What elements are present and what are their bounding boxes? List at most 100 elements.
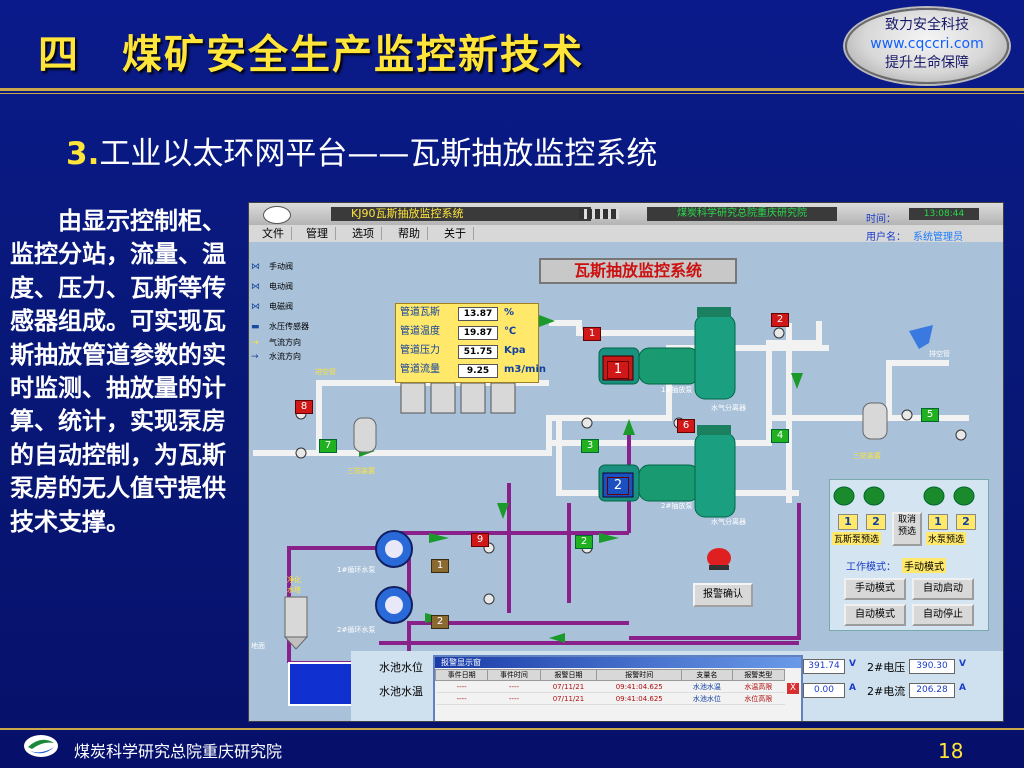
legend-label: 电磁阀 — [269, 302, 293, 311]
param-unit: Kpa — [504, 345, 526, 356]
cell: 水池水温 — [681, 680, 733, 693]
cancel-preselect-button[interactable]: 取消 预选 — [892, 512, 922, 546]
param-label: 管道压力 — [400, 345, 440, 356]
tag-6: 6 — [677, 419, 695, 433]
tag-4: 4 — [771, 429, 789, 443]
col-alarm-type: 报警类型 — [731, 669, 786, 681]
current2-value: 206.28 — [909, 683, 955, 698]
param-value: 13.87 — [458, 307, 498, 321]
circulation-pump-2 — [375, 586, 413, 624]
sensor-cabinets — [400, 382, 516, 414]
badge-line1: 致力安全科技 — [885, 17, 969, 33]
badge-url[interactable]: www.cqccri.com — [870, 36, 984, 52]
tag-2b: 2 — [575, 535, 593, 549]
current2-label: 2#电流 — [867, 685, 906, 698]
param-unit: m3/min — [504, 364, 546, 375]
water-tank — [288, 662, 356, 706]
legend-pressure-sensor: ▬水压传感器 — [251, 321, 309, 332]
param-label: 管道瓦斯 — [400, 307, 440, 318]
scada-time-value: 13:08:44 — [909, 208, 979, 220]
manual-valve-icon: ⋈ — [251, 262, 260, 272]
panel-title: 瓦斯抽放监控系统 — [539, 258, 737, 284]
menu-file[interactable]: 文件 — [255, 227, 292, 240]
tag-1: 1 — [583, 327, 601, 341]
cell: ---- — [487, 692, 541, 705]
voltage2-unit: V — [959, 659, 966, 669]
alarm-table: 事件日期 事件时间 报警日期 报警时间 支量名 报警类型 ---- ---- 0… — [434, 669, 786, 705]
table-row[interactable]: ---- ---- 07/11/21 09:41:04.625 水池水温 水温高… — [435, 680, 785, 693]
tag-7: 7 — [319, 439, 337, 453]
purify-tower-label: 净化 水塔 — [287, 576, 301, 594]
gas-pump-preselect-2[interactable]: 2 — [866, 514, 886, 530]
param-value: 9.25 — [458, 364, 498, 378]
legend-electric-valve: ⋈电动阀 — [251, 281, 293, 292]
institute-logo-icon — [24, 735, 58, 757]
footer-org: 煤炭科学研究总院重庆研究院 — [74, 742, 283, 761]
exhaust-spout — [909, 325, 933, 349]
auto-stop-button[interactable]: 自动停止 — [912, 604, 974, 626]
voltage2-value: 390.30 — [909, 659, 955, 674]
voltage1-value: 391.74 — [803, 659, 845, 674]
pump1-label: 1#抽放泵 — [661, 386, 693, 394]
three-proof-device-right — [862, 402, 888, 440]
circ1-label: 1#循环水泵 — [337, 566, 376, 574]
page-number: 18 — [938, 739, 964, 763]
menu-manage[interactable]: 管理 — [299, 227, 336, 240]
alarm-light — [707, 548, 731, 570]
cell: ---- — [435, 680, 488, 693]
scada-status-bars — [579, 209, 619, 219]
menu-help[interactable]: 帮助 — [391, 227, 428, 240]
close-icon[interactable]: X — [787, 683, 799, 694]
cell: 水温高限 — [732, 680, 785, 693]
inlet-label: 进空管 — [315, 368, 336, 376]
water-pump-preselect-2[interactable]: 2 — [956, 514, 976, 530]
mode-label: 工作模式： — [846, 562, 896, 573]
cell: 07/11/21 — [540, 680, 597, 693]
three-proof-device-left — [353, 417, 377, 453]
exhaust-label: 排空管 — [929, 350, 950, 358]
legend-solenoid-valve: ⋈ 电磁阀 — [251, 301, 293, 312]
pump-tag-2: 2 — [607, 477, 629, 495]
legend-label: 水压传感器 — [269, 322, 309, 331]
param-value: 51.75 — [458, 345, 498, 359]
param-pressure: 管道压力 51.75 Kpa — [400, 342, 538, 360]
circ-tag-2: 2 — [431, 615, 449, 629]
menu-about[interactable]: 关于 — [437, 227, 474, 240]
auto-start-button[interactable]: 自动启动 — [912, 578, 974, 600]
scada-titlebar: KJ90瓦斯抽放监控系统 煤炭科学研究总院重庆研究院 时间： 13:08:44 — [249, 203, 1003, 225]
menu-options[interactable]: 选项 — [345, 227, 382, 240]
gas-pump-preselect-1[interactable]: 1 — [838, 514, 858, 530]
circ2-label: 2#循环水泵 — [337, 626, 376, 634]
scada-window-title: KJ90瓦斯抽放监控系统 — [331, 207, 591, 221]
user-label: 用户名： — [866, 232, 906, 243]
manual-mode-button[interactable]: 手动模式 — [844, 578, 906, 600]
tag-5: 5 — [921, 408, 939, 422]
footer-divider — [0, 728, 1024, 730]
water-flow-arrow-icon: → — [251, 352, 259, 362]
param-value: 19.87 — [458, 326, 498, 340]
gas-flow-arrow-icon: → — [251, 338, 259, 348]
gas-pump-preselect-label: 瓦斯泵预选 — [832, 532, 882, 545]
water-temp-label: 水池水温 — [379, 685, 423, 698]
tag-2: 2 — [771, 313, 789, 327]
scada-screenshot: KJ90瓦斯抽放监控系统 煤炭科学研究总院重庆研究院 时间： 13:08:44 … — [248, 202, 1004, 722]
tag-8: 8 — [295, 400, 313, 414]
alarm-confirm-button[interactable]: 报警确认 — [693, 583, 753, 607]
tag-3: 3 — [581, 439, 599, 453]
slide-title: 四 煤矿安全生产监控新技术 — [38, 32, 584, 78]
tag-9: 9 — [471, 533, 489, 547]
auto-mode-button[interactable]: 自动模式 — [844, 604, 906, 626]
solenoid-valve-icon: ⋈ — [251, 302, 260, 312]
legend-manual-valve: ⋈手动阀 — [251, 261, 293, 272]
circulation-pump-1 — [375, 530, 413, 568]
water-pump-preselect-label: 水泵预选 — [926, 532, 967, 545]
table-row[interactable]: ---- ---- 07/11/21 09:41:04.625 水池水位 水位高… — [435, 692, 785, 705]
cell: 07/11/21 — [540, 692, 597, 705]
circ-tag-1: 1 — [431, 559, 449, 573]
col-event-date: 事件日期 — [434, 669, 489, 681]
purify-tower — [283, 596, 309, 650]
water-pump-preselect-1[interactable]: 1 — [928, 514, 948, 530]
electric-valve-icon: ⋈ — [251, 282, 260, 292]
separator1-label: 水气分离器 — [711, 404, 746, 412]
